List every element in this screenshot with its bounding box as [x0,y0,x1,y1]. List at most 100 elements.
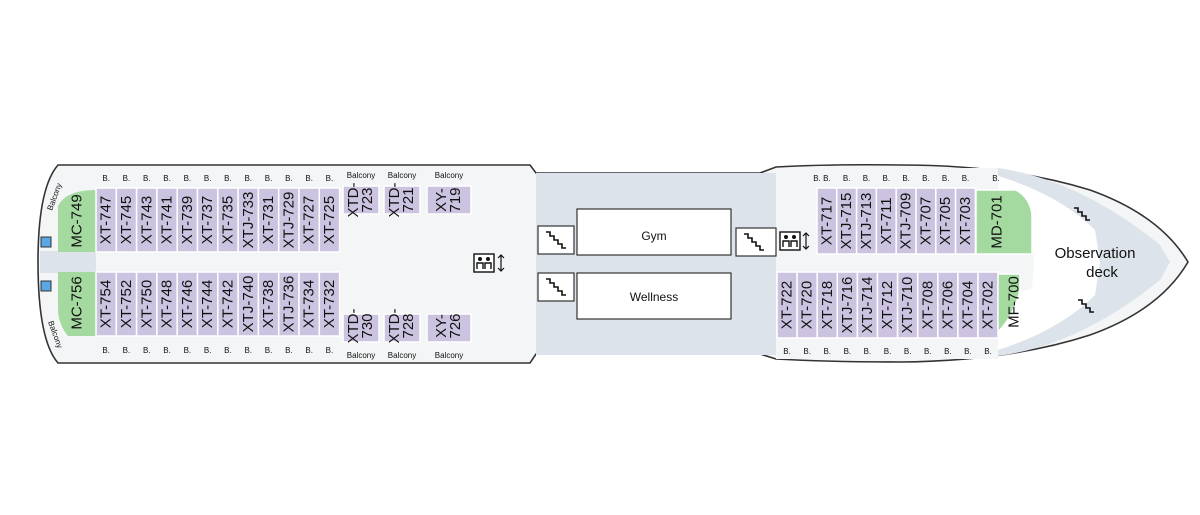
cabin-label: XT-754 [98,280,115,328]
wellness-label: Wellness [630,290,678,304]
balcony-label: B. [942,174,950,183]
cabin-label: XTJ-729 [280,192,297,249]
cabin-label: XT-734 [301,280,318,328]
cabin-label: XTJ-710 [899,277,916,334]
cabin[interactable] [997,273,1021,334]
cabin-label: XT-743 [138,196,155,244]
balcony-label: B. [823,347,831,356]
cabin-label: XT-738 [260,280,277,328]
cabin-label: XT-731 [260,196,277,244]
balcony-label: B. [326,346,334,355]
cabin-label: XTJ-714 [859,277,876,334]
cabin-label: XT-745 [118,196,135,244]
cabin-label: XT-703 [957,197,974,245]
cabin-label: XT-720 [799,281,816,329]
cabin[interactable] [426,185,472,215]
cabin-label: XT-707 [917,197,934,245]
stairs-icon [537,272,575,302]
balcony-label: B. [902,174,910,183]
balcony-label: B. [244,346,252,355]
observation-deck-label-line2: deck [1086,264,1118,281]
balcony-label: B. [962,174,970,183]
cabin-label: XT-748 [159,280,176,328]
balcony-label: B. [924,347,932,356]
cabin-label: XT-737 [199,196,216,244]
balcony-label: B. [184,346,192,355]
cabin-label: XT-704 [959,281,976,329]
balcony-label: Balcony [347,351,375,360]
cabin-label: XTD-723 [345,183,376,218]
cabin[interactable] [383,185,421,215]
balcony-label: B. [984,347,992,356]
balcony-label: B. [922,174,930,183]
cabin-label: XT-725 [321,196,338,244]
elevator-icon [473,253,505,273]
cabin[interactable] [318,271,341,337]
balcony-label: B. [265,346,273,355]
balcony-label: B. [123,346,131,355]
balcony-label: Balcony [435,171,463,180]
cabin-label: XTJ-733 [240,192,257,249]
balcony-label: B. [884,347,892,356]
balcony-label: B. [285,174,293,183]
balcony-label: B. [783,347,791,356]
cabin-label: XTJ-736 [280,276,297,333]
cabin[interactable] [342,313,380,343]
cabin-label: XTJ-740 [240,276,257,333]
balcony-label: B. [823,174,831,183]
cabin-label: XT-708 [919,281,936,329]
balcony-label: B. [143,346,151,355]
cabin-label: XT-741 [159,196,176,244]
gym-room[interactable] [576,208,732,256]
cabin[interactable] [383,313,421,343]
cabin[interactable] [975,189,1033,255]
balcony-label: B. [863,174,871,183]
cabin-label: XTD-721 [386,183,417,218]
cabin-label: XT-711 [878,197,895,244]
gym-label: Gym [641,229,666,243]
cabin-label: XT-712 [879,281,896,329]
balcony-label: B. [944,347,952,356]
cabin-label: XT-727 [301,196,318,244]
cabin[interactable] [426,313,472,343]
elevator-icon [779,231,810,251]
cabin-label: MC-749 [69,194,86,247]
cabin-label: XT-750 [138,280,155,328]
stairs-icon [735,227,777,257]
cabin-label: XTJ-716 [839,277,856,334]
cabin[interactable] [342,185,380,215]
cabin-label: XT-718 [819,281,836,329]
cabin-label: XTD-728 [386,309,417,344]
balcony-label: B. [163,174,171,183]
balcony-label: Balcony [388,171,416,180]
cabin-label: XTD-730 [345,309,376,344]
cabin-label: XTJ-713 [858,193,875,250]
cabin-label: XT-706 [939,281,956,329]
cabin-label: MF-700 [1006,276,1023,328]
balcony-label: B. [844,347,852,356]
fwd-hall [776,255,998,269]
cabin-label: XT-717 [818,197,835,245]
balcony-label: B. [143,174,151,183]
balcony-label: B. [244,174,252,183]
observation-deck-label: Observation [1055,245,1136,262]
mid-corridor-area [536,173,776,355]
wellness-room[interactable] [576,272,732,320]
cabin-label: XTJ-715 [838,193,855,250]
balcony-label: B. [204,346,212,355]
cabin[interactable] [318,187,341,253]
cabin-label: XT-735 [219,196,236,244]
cabin-label: XT-722 [779,281,796,329]
elevator-icon [40,280,52,292]
balcony-label: B. [224,346,232,355]
elevator-icon [40,236,52,248]
aft-upper-green [58,190,96,252]
aft-lower-green [58,272,96,336]
balcony-label: B. [964,347,972,356]
cabin-label: MD-701 [989,195,1006,248]
stairs-icon [537,225,575,255]
balcony-label: B. [904,347,912,356]
balcony-label: B. [326,174,334,183]
